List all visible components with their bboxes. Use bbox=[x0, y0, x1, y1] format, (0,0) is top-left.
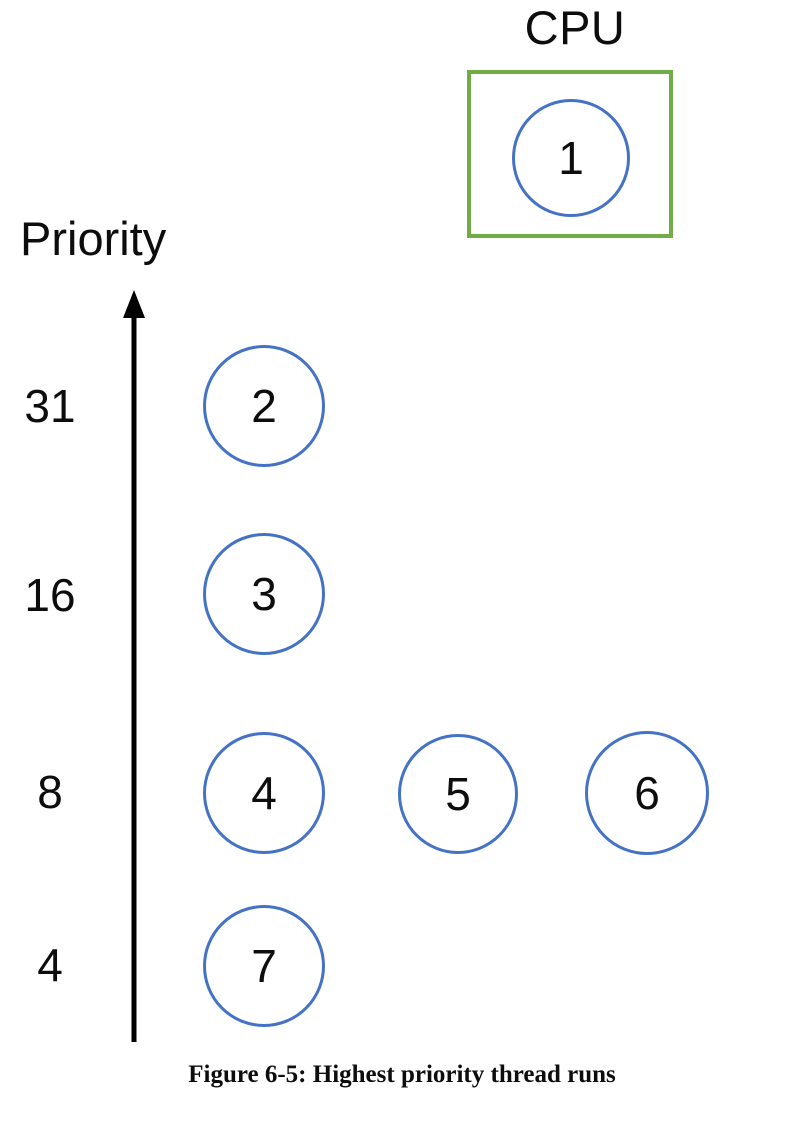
thread-label-1: 1 bbox=[558, 132, 584, 184]
thread-label-6: 6 bbox=[634, 767, 660, 819]
thread-circle-5[interactable]: 5 bbox=[398, 734, 518, 854]
cpu-title: CPU bbox=[524, 1, 626, 54]
thread-label-7: 7 bbox=[251, 940, 277, 992]
thread-label-4: 4 bbox=[251, 767, 277, 819]
thread-label-3: 3 bbox=[251, 568, 277, 620]
thread-label-5: 5 bbox=[445, 768, 471, 820]
figure-caption: Figure 6-5: Highest priority thread runs bbox=[188, 1061, 616, 1088]
priority-axis-label: Priority bbox=[20, 212, 167, 265]
priority-tick-4: 4 bbox=[37, 939, 63, 991]
thread-circle-1[interactable]: 1 bbox=[512, 99, 630, 217]
priority-tick-31: 31 bbox=[24, 380, 76, 432]
thread-circle-7[interactable]: 7 bbox=[203, 905, 325, 1027]
priority-tick-16: 16 bbox=[24, 569, 76, 621]
thread-circle-2[interactable]: 2 bbox=[203, 345, 325, 467]
thread-circle-3[interactable]: 3 bbox=[203, 533, 325, 655]
priority-tick-8: 8 bbox=[37, 766, 63, 818]
thread-circle-4[interactable]: 4 bbox=[203, 732, 325, 854]
thread-circle-6[interactable]: 6 bbox=[585, 731, 709, 855]
priority-axis-arrow bbox=[123, 290, 145, 1042]
thread-label-2: 2 bbox=[251, 380, 277, 432]
